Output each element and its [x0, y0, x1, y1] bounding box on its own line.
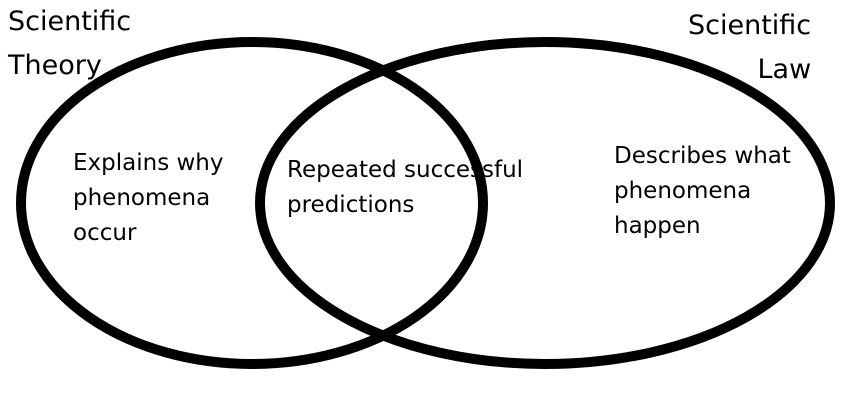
right-ellipse — [255, 37, 835, 369]
left-set-description: Explains why phenomena occur — [73, 150, 224, 246]
overlap-description: Repeated successful predictions — [287, 157, 524, 218]
left-ellipse — [16, 37, 488, 369]
right-set-title: Scientific Law — [688, 10, 812, 85]
right-set-description: Describes what phenomena happen — [614, 143, 791, 239]
left-set-title: Scientific Theory — [8, 6, 132, 81]
